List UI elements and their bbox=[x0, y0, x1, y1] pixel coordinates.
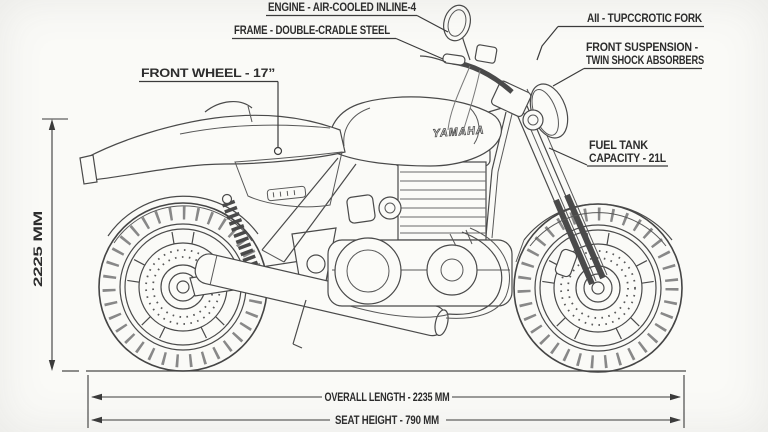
callout-fuel-tank-line2: CAPACITY - 21L bbox=[589, 153, 666, 165]
dimension-overall-length: OVERALL LENGTH - 2235 MM bbox=[87, 375, 685, 428]
callout-fuel-tank: FUEL TANK CAPACITY - 21L bbox=[548, 140, 668, 167]
seat-height-label: SEAT HEIGHT - 790 MM bbox=[335, 415, 439, 427]
overall-length-label: OVERALL LENGTH - 2235 MM bbox=[325, 392, 450, 404]
callout-front-wheel-label: FRONT WHEEL - 17” bbox=[141, 68, 275, 80]
callout-fork-label: AII - TUPCCROTIC FORK bbox=[587, 13, 703, 25]
engine bbox=[327, 145, 513, 307]
callout-fuel-tank-line1: FUEL TANK bbox=[589, 140, 649, 152]
front-brake-caliper bbox=[554, 248, 578, 278]
callout-front-suspension-line2: TWIN SHOCK ABSORBERS bbox=[586, 55, 704, 67]
side-panel-badge bbox=[266, 185, 307, 202]
mirror bbox=[443, 4, 471, 42]
handlebar bbox=[419, 4, 514, 136]
callout-frame-label: FRAME - DOUBLE-CRADLE STEEL bbox=[234, 25, 390, 37]
overall-height-label: 2225 MM bbox=[33, 211, 45, 287]
fuel-tank: YAMAHA bbox=[328, 96, 502, 167]
headlight bbox=[522, 83, 569, 139]
tank-logo: YAMAHA bbox=[432, 124, 485, 140]
callout-front-suspension-line1: FRONT SUSPENSION - bbox=[586, 42, 698, 54]
brake-lever bbox=[419, 55, 447, 63]
callout-front-suspension: FRONT SUSPENSION - TWIN SHOCK ABSORBERS bbox=[552, 42, 705, 87]
seat-and-tail bbox=[79, 101, 346, 208]
callout-fork: AII - TUPCCROTIC FORK bbox=[536, 13, 704, 61]
front-fender bbox=[515, 203, 673, 263]
kickstand bbox=[292, 299, 307, 349]
handlebar-grip bbox=[442, 53, 466, 66]
front-wheel bbox=[514, 204, 682, 372]
instrument-pod bbox=[474, 44, 498, 64]
callout-front-wheel: FRONT WHEEL - 17” bbox=[139, 68, 283, 156]
callout-engine: ENGINE - AIR-COOLED INLINE-4 bbox=[266, 2, 449, 33]
rear-fender bbox=[107, 195, 259, 244]
turn-signal bbox=[522, 109, 544, 131]
callout-engine-label: ENGINE - AIR-COOLED INLINE-4 bbox=[268, 2, 417, 14]
dimension-seat-height: SEAT HEIGHT - 790 MM bbox=[91, 415, 681, 427]
exhaust-headers bbox=[349, 227, 510, 319]
callout-frame: FRAME - DOUBLE-CRADLE STEEL bbox=[232, 25, 444, 60]
taillight bbox=[79, 154, 98, 185]
dimension-overall-height: 2225 MM bbox=[33, 118, 68, 371]
